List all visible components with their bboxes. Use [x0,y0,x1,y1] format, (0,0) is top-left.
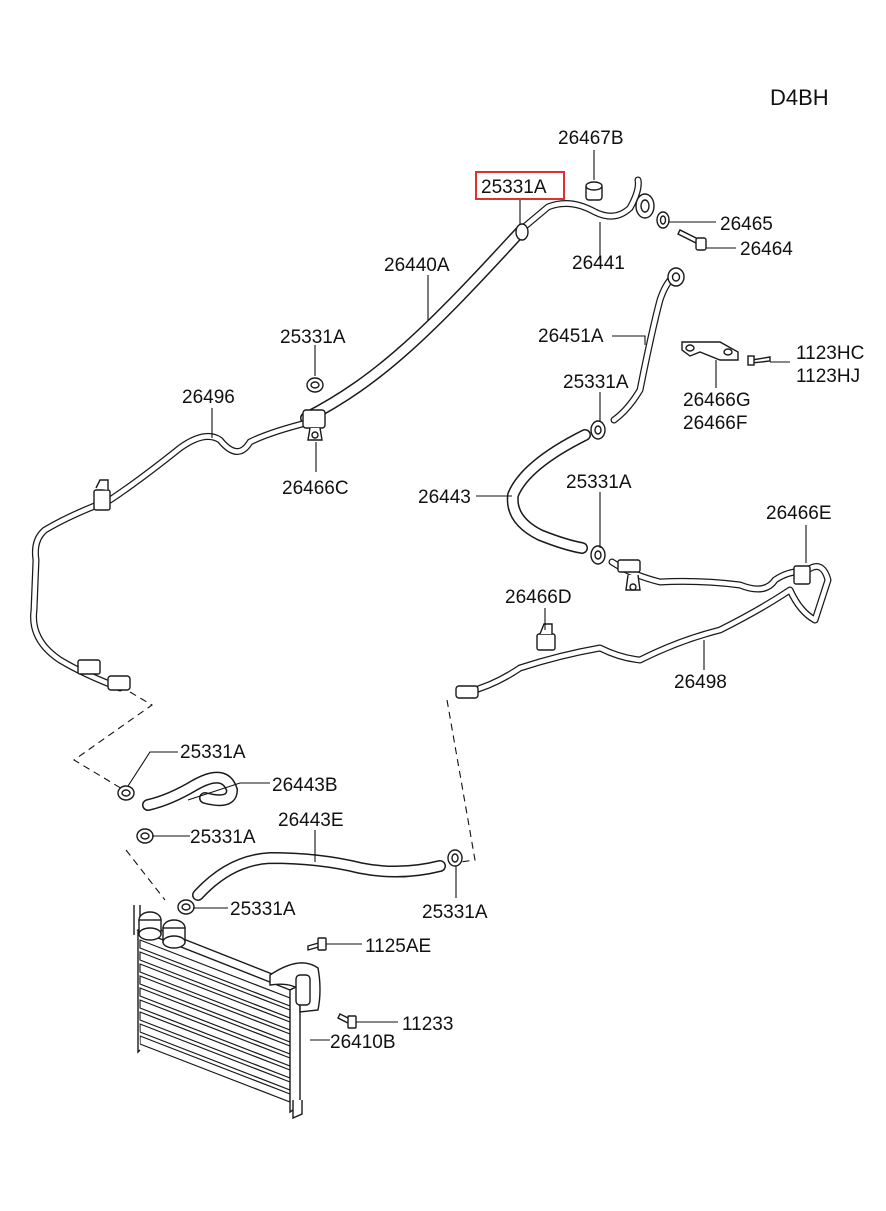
label-25331A-c[interactable]: 25331A [566,472,632,493]
label-25331A-d[interactable]: 25331A [180,742,246,763]
hose-26440A[interactable] [300,226,526,424]
bolt-26464[interactable] [677,229,707,251]
label-26466D[interactable]: 26466D [505,587,572,608]
hose-26443B[interactable] [142,771,238,811]
label-1123HJ[interactable]: 1123HJ [796,366,860,387]
label-25331A-f[interactable]: 25331A [230,899,296,920]
clip-26496 [93,479,111,511]
clamp-25331A-g[interactable] [447,849,463,867]
label-26466F[interactable]: 26466F [683,413,747,434]
label-26467B[interactable]: 26467B [558,128,624,149]
hose-26443[interactable] [506,429,591,554]
label-26443E[interactable]: 26443E [278,810,344,831]
hose-end-fitting-26467B[interactable] [585,181,603,201]
label-26464[interactable]: 26464 [740,239,793,260]
cooler-outlet-port [162,919,186,949]
clip-26466D[interactable] [536,623,556,651]
clamp-25331A-top[interactable] [515,223,529,241]
cooler-side-bracket [269,962,321,1013]
clip-26466C[interactable] [302,409,326,441]
clamp-25331A-a[interactable] [590,420,606,440]
label-26465[interactable]: 26465 [720,214,773,235]
label-26440A[interactable]: 26440A [384,255,450,276]
label-26498[interactable]: 26498 [674,672,727,693]
pipe-26441[interactable] [519,176,642,232]
label-26466G[interactable]: 26466G [683,390,751,411]
bracket-26466G[interactable] [681,341,739,361]
clip-26466E[interactable] [793,565,811,585]
label-26451A[interactable]: 26451A [538,326,604,347]
label-11233[interactable]: 11233 [402,1014,453,1035]
pipe-end-fitting-26498 [455,685,479,699]
clamp-25331A-d[interactable] [117,785,135,801]
connection-dashes [72,691,476,901]
cooler-inlet-port [138,911,162,941]
hose-26443E[interactable] [192,852,446,901]
bolt-11233[interactable] [337,1013,357,1029]
pipe-26498[interactable] [464,558,832,696]
label-25331A-g[interactable]: 25331A [422,902,488,923]
clamp-25331A-f[interactable] [177,899,195,915]
label-26466C[interactable]: 26466C [282,478,349,499]
leader-lines [127,150,807,1041]
label-25331A-e[interactable]: 25331A [190,827,256,848]
label-26441[interactable]: 26441 [572,253,625,274]
label-26443B[interactable]: 26443B [272,775,338,796]
bolt-1125AE[interactable] [307,937,327,951]
clamp-25331A-c[interactable] [590,545,606,565]
pipe-26496[interactable] [30,418,314,692]
screw-1123HC[interactable] [747,355,771,366]
hose-26451A[interactable] [610,267,685,424]
label-26443[interactable]: 26443 [418,487,471,508]
label-25331A-b[interactable]: 25331A [280,327,346,348]
highlight-box-25331A [475,171,565,200]
label-1123HC[interactable]: 1123HC [796,343,864,364]
label-25331A-a[interactable]: 25331A [563,372,629,393]
label-26466E[interactable]: 26466E [766,503,832,524]
washer-26465[interactable] [656,211,670,229]
label-25331A-highlighted[interactable]: 25331A [481,177,547,198]
pipe-end-fitting-26496 [77,659,131,691]
label-26496[interactable]: 26496 [182,387,235,408]
pipe-joint-26498 [617,559,641,591]
part-labels: 26467B 25331A 26465 26464 26441 26440A 2… [180,128,864,1053]
engine-code: D4BH [770,85,829,110]
label-26410B[interactable]: 26410B [330,1032,396,1053]
banjo-fitting-26441 [635,193,655,219]
clamp-25331A-e[interactable] [136,828,154,844]
oil-cooler-26410B[interactable] [133,905,321,1120]
label-1125AE[interactable]: 1125AE [365,936,431,957]
clamp-25331A-b[interactable] [306,377,324,393]
cooler-fins [139,939,291,1103]
